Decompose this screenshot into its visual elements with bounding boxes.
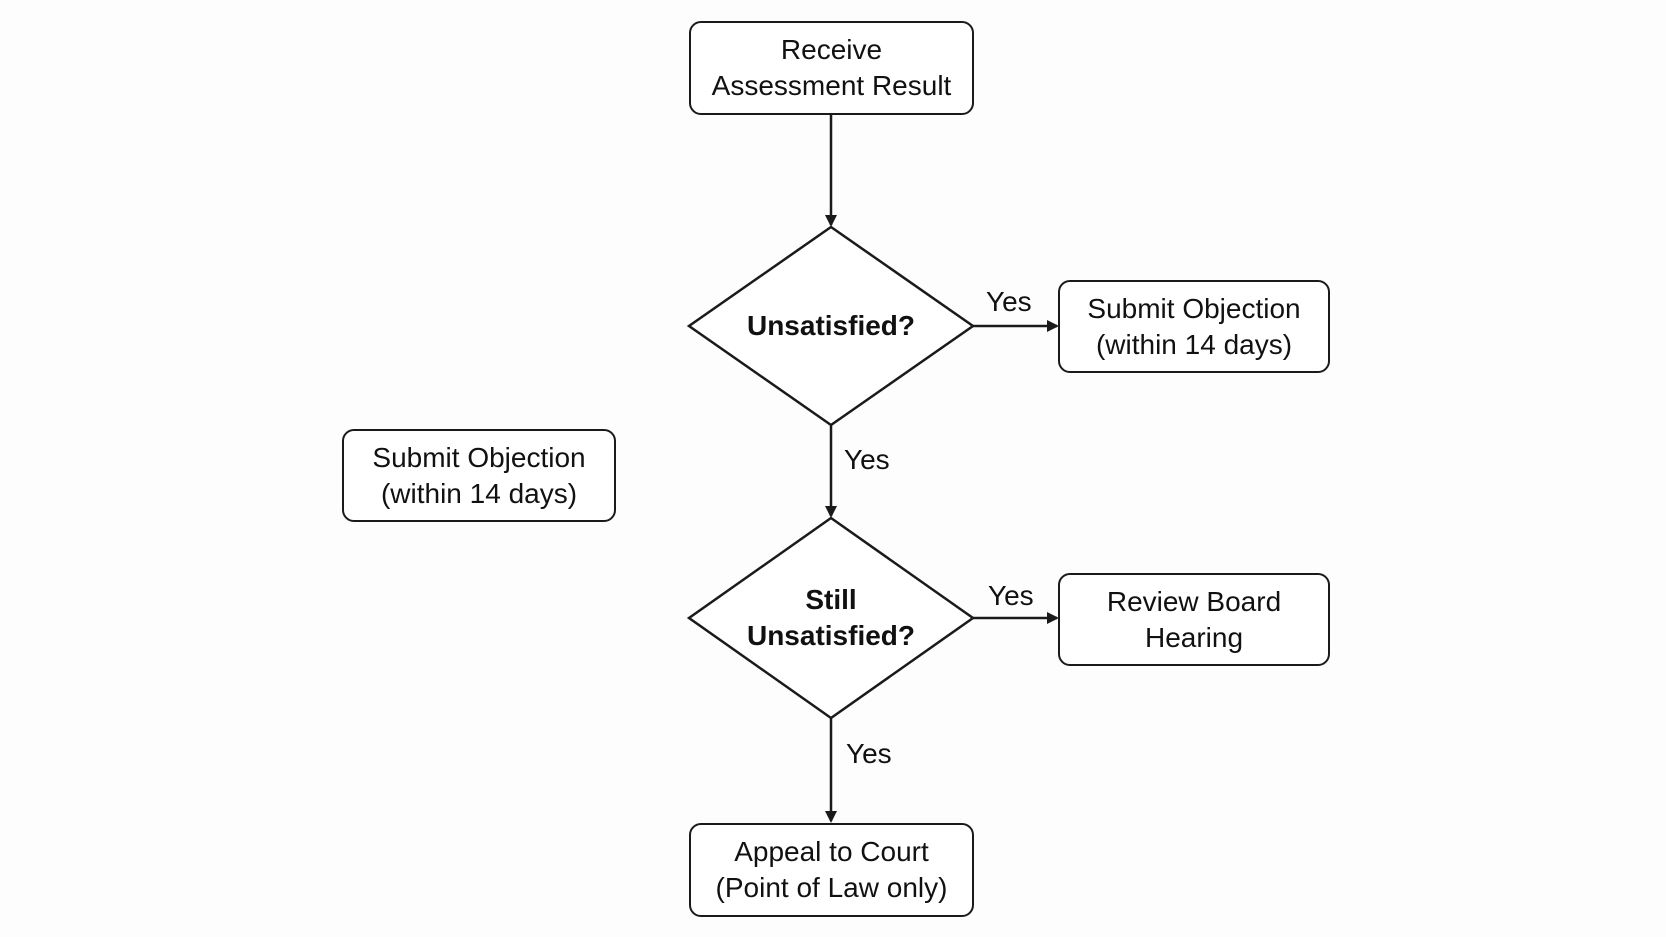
node-submit-objection-left: Submit Objection (within 14 days): [342, 429, 616, 522]
node-still-line2: Unsatisfied?: [746, 620, 916, 651]
node-receive-assessment-result: Receive Assessment Result: [689, 21, 974, 115]
node-receive-line2: Assessment Result: [711, 70, 952, 101]
node-still-line1: Still: [805, 584, 857, 615]
node-still-unsatisfied-label: Still Unsatisfied?: [711, 578, 951, 658]
node-receive-line1: Receive: [780, 34, 883, 65]
node-submit-objection-right: Submit Objection (within 14 days): [1058, 280, 1330, 373]
node-objection-left-line2: (within 14 days): [380, 477, 578, 509]
edge-label-unsatisfied-down: Yes: [844, 444, 890, 475]
edge-label-still-down: Yes: [846, 738, 892, 769]
edge-label-unsatisfied-right: Yes: [986, 286, 1032, 317]
node-review-board-hearing: Review Board Hearing: [1058, 573, 1330, 666]
node-appeal-to-court: Appeal to Court (Point of Law only): [689, 823, 974, 917]
edge-label-still-right: Yes: [988, 580, 1034, 611]
node-review-board-line1: Review Board: [1106, 585, 1282, 617]
node-unsatisfied-text: Unsatisfied?: [746, 310, 916, 341]
node-objection-right-line1: Submit Objection: [1087, 292, 1301, 324]
node-appeal-line2: (Point of Law only): [715, 872, 948, 903]
node-unsatisfied-label: Unsatisfied?: [711, 296, 951, 356]
node-review-board-line2: Hearing: [1144, 621, 1244, 653]
node-appeal-line1: Appeal to Court: [734, 836, 929, 867]
node-objection-left-line1: Submit Objection: [372, 441, 586, 473]
node-objection-right-line2: (within 14 days): [1095, 328, 1293, 360]
